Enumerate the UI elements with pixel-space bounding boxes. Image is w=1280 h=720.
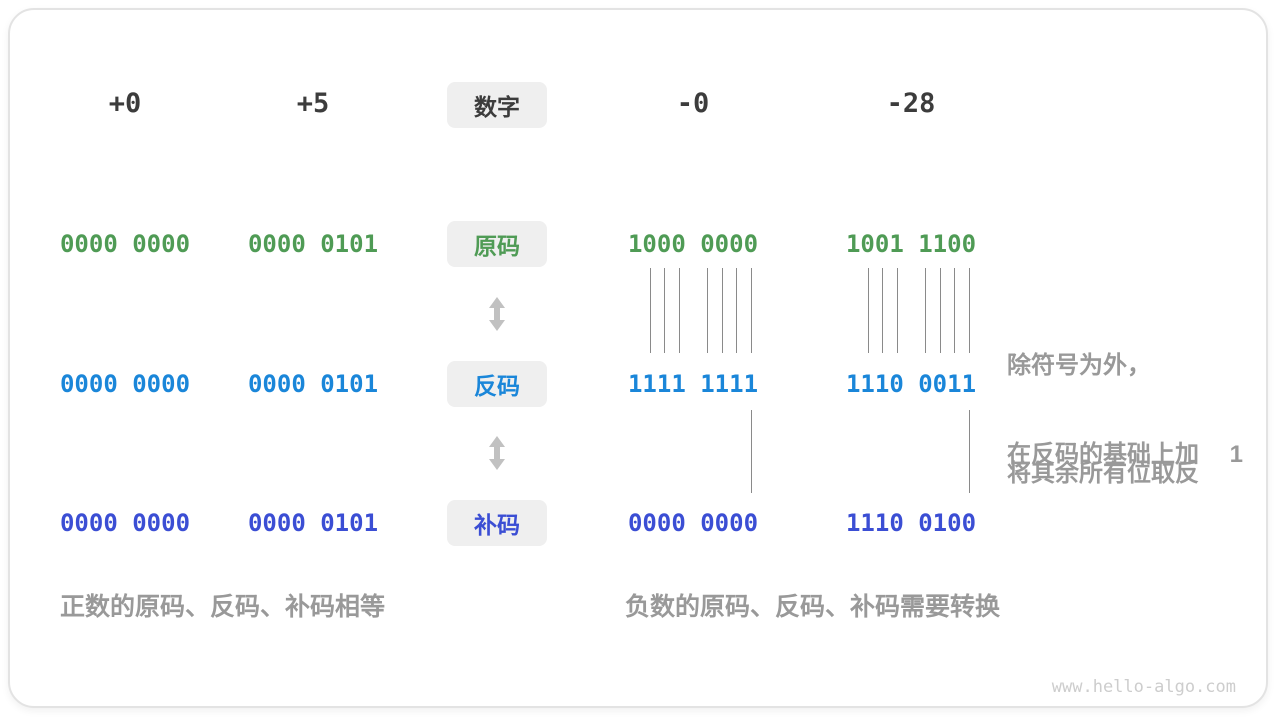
- binary-twos-complement-neg0: 0000 0000: [627, 509, 759, 537]
- binary-twos-complement-plus0: 0000 0000: [59, 509, 191, 537]
- figure-card: [8, 8, 1268, 708]
- bit-connector-line: [940, 268, 941, 353]
- number-label-neg28: -28: [886, 88, 936, 119]
- annotation-add-one: 在反码的基础上加 1: [1007, 441, 1244, 468]
- annotation-invert-bits: 除符号为外， 将其余所有位取反: [1007, 276, 1199, 564]
- bit-connector-line: [736, 268, 737, 353]
- bit-connector-line: [954, 268, 955, 353]
- binary-ones-complement-neg0: 1111 1111: [627, 370, 759, 398]
- badge-twos-complement: 补码: [447, 500, 547, 546]
- binary-sign-magnitude-neg28: 1001 1100: [845, 230, 977, 258]
- caption-positive-numbers: 正数的原码、反码、补码相等: [60, 593, 386, 621]
- bit-connector-line: [882, 268, 883, 353]
- watermark-url: www.hello-algo.com: [1051, 677, 1236, 697]
- add-one-connector-line-neg28: [969, 410, 970, 493]
- bit-connector-line: [707, 268, 708, 353]
- binary-ones-complement-plus5: 0000 0101: [247, 370, 379, 398]
- annotation-invert-line1: 除符号为外，: [1007, 352, 1151, 379]
- bit-connector-line: [650, 268, 651, 353]
- number-label-plus5: +5: [296, 88, 330, 119]
- caption-negative-numbers: 负数的原码、反码、补码需要转换: [625, 593, 1001, 621]
- annotation-invert-line2: 将其余所有位取反: [1007, 460, 1199, 487]
- number-label-plus0: +0: [108, 88, 142, 119]
- binary-sign-magnitude-plus0: 0000 0000: [59, 230, 191, 258]
- bit-connector-line: [751, 268, 752, 353]
- add-one-connector-line-neg0: [751, 410, 752, 493]
- binary-sign-magnitude-plus5: 0000 0101: [247, 230, 379, 258]
- binary-twos-complement-plus5: 0000 0101: [247, 509, 379, 537]
- badge-ones-complement: 反码: [447, 361, 547, 407]
- updown-arrow-icon: [489, 436, 505, 470]
- bit-connector-line: [969, 268, 970, 353]
- number-label-neg0: -0: [676, 88, 710, 119]
- bit-connector-line: [722, 268, 723, 353]
- badge-number: 数字: [447, 82, 547, 128]
- badge-sign-magnitude: 原码: [447, 221, 547, 267]
- binary-twos-complement-neg28: 1110 0100: [845, 509, 977, 537]
- bit-connector-line: [664, 268, 665, 353]
- bit-connector-line: [925, 268, 926, 353]
- bit-connector-line: [868, 268, 869, 353]
- bit-connector-line: [679, 268, 680, 353]
- binary-sign-magnitude-neg0: 1000 0000: [627, 230, 759, 258]
- bit-connector-line: [897, 268, 898, 353]
- binary-ones-complement-plus0: 0000 0000: [59, 370, 191, 398]
- binary-ones-complement-neg28: 1110 0011: [845, 370, 977, 398]
- updown-arrow-icon: [489, 297, 505, 331]
